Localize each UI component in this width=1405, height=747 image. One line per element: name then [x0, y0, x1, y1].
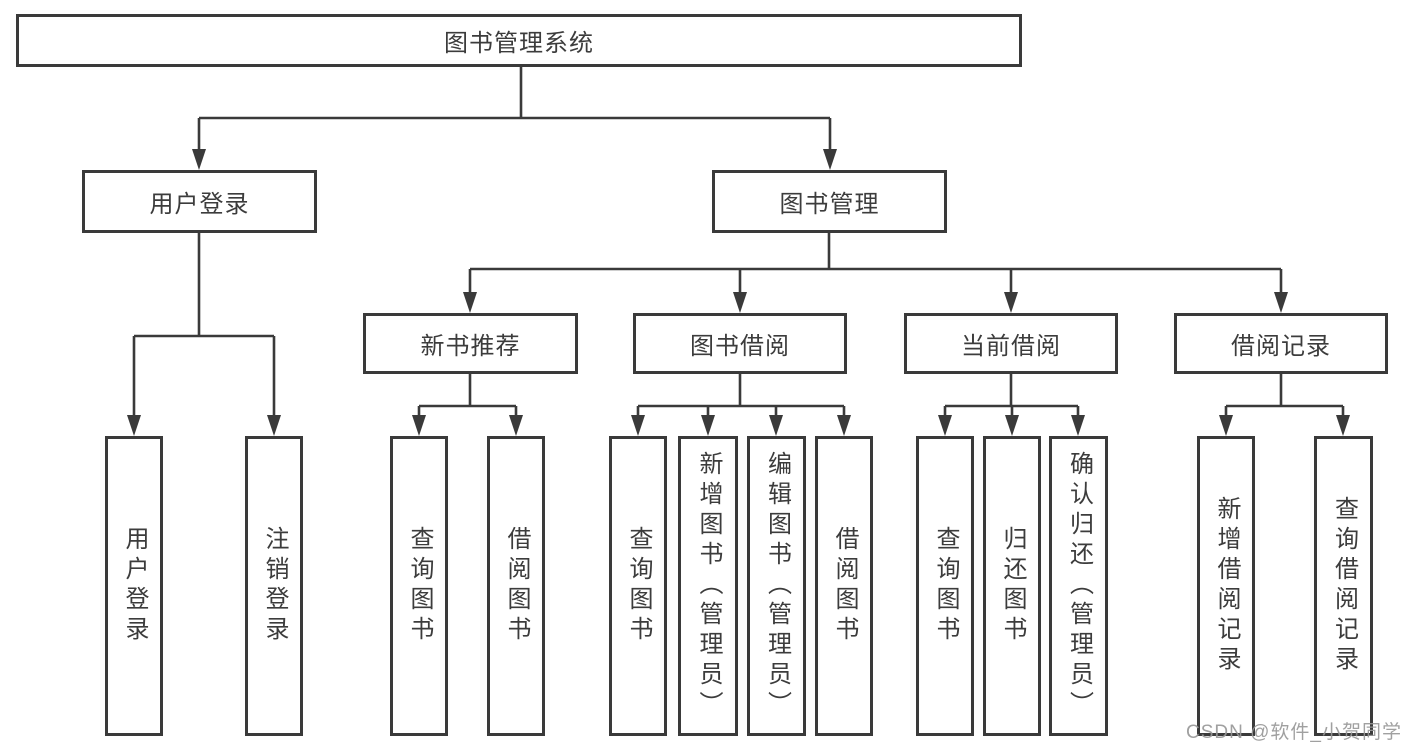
- leaf-nb-borrow-books-label: 借阅图书: [503, 526, 530, 646]
- node-borrowing-records: 借阅记录: [1174, 313, 1388, 374]
- node-book-borrowing: 图书借阅: [633, 313, 847, 374]
- leaf-logout-label: 注销登录: [261, 526, 288, 646]
- node-library-system: 图书管理系统: [16, 14, 1022, 67]
- node-new-book-recommend: 新书推荐: [363, 313, 578, 374]
- leaf-br-query-record: 查询借阅记录: [1314, 436, 1373, 736]
- leaf-bb-edit-books-admin: 编辑图书（管理员）: [747, 436, 806, 736]
- leaf-bb-borrow-books: 借阅图书: [815, 436, 873, 736]
- node-book-borrowing-label: 图书借阅: [690, 333, 790, 360]
- leaf-bb-edit-books-admin-label: 编辑图书（管理员）: [763, 451, 791, 721]
- node-book-management-label: 图书管理: [779, 191, 880, 218]
- node-library-system-label: 图书管理系统: [444, 30, 594, 57]
- leaf-cb-confirm-return-admin: 确认归还（管理员）: [1049, 436, 1108, 736]
- leaf-nb-query-books-label: 查询图书: [406, 526, 433, 646]
- node-new-book-recommend-label: 新书推荐: [420, 333, 521, 360]
- leaf-br-add-record: 新增借阅记录: [1197, 436, 1255, 736]
- leaf-nb-query-books: 查询图书: [390, 436, 448, 736]
- node-current-borrowing: 当前借阅: [904, 313, 1118, 374]
- leaf-user-login-label: 用户登录: [121, 526, 148, 646]
- node-book-management: 图书管理: [712, 170, 947, 233]
- leaf-bb-borrow-books-label: 借阅图书: [831, 526, 858, 646]
- leaf-nb-borrow-books: 借阅图书: [487, 436, 545, 736]
- node-borrowing-records-label: 借阅记录: [1231, 333, 1331, 360]
- leaf-cb-confirm-return-admin-label: 确认归还（管理员）: [1065, 451, 1093, 721]
- leaf-user-login: 用户登录: [105, 436, 163, 736]
- leaf-cb-return-books: 归还图书: [983, 436, 1041, 736]
- node-user-login-branch-label: 用户登录: [149, 191, 250, 218]
- node-current-borrowing-label: 当前借阅: [961, 333, 1061, 360]
- watermark: CSDN @软件_小贺同学: [1186, 722, 1402, 743]
- leaf-br-query-record-label: 查询借阅记录: [1330, 496, 1358, 676]
- leaf-bb-add-books-admin-label: 新增图书（管理员）: [695, 451, 722, 721]
- node-user-login-branch: 用户登录: [82, 170, 317, 233]
- leaf-cb-query-books-label: 查询图书: [932, 526, 959, 646]
- leaf-cb-query-books: 查询图书: [916, 436, 974, 736]
- leaf-logout: 注销登录: [245, 436, 303, 736]
- leaf-br-add-record-label: 新增借阅记录: [1213, 496, 1240, 676]
- leaf-bb-add-books-admin: 新增图书（管理员）: [678, 436, 738, 736]
- leaf-bb-query-books-label: 查询图书: [625, 526, 652, 646]
- leaf-cb-return-books-label: 归还图书: [999, 526, 1026, 646]
- leaf-bb-query-books: 查询图书: [609, 436, 667, 736]
